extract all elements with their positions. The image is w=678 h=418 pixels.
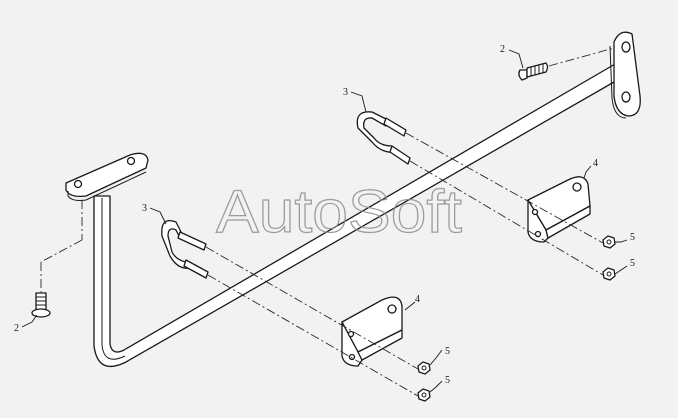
callout-3-upper: 3 <box>343 87 348 98</box>
callout-3-lower: 3 <box>142 203 147 214</box>
callout-5-d: 5 <box>445 375 450 386</box>
callout-2-top: 2 <box>500 44 505 55</box>
callout-2-left: 2 <box>14 323 19 334</box>
bracket-lower <box>341 296 403 367</box>
callout-5-c: 5 <box>445 346 450 357</box>
u-bolt-upper <box>356 111 411 165</box>
callout-5-b: 5 <box>630 258 635 269</box>
leader-lines <box>21 49 628 393</box>
left-mounting-plate <box>65 152 149 201</box>
bolt-top <box>518 62 549 81</box>
callout-4-right: 4 <box>593 158 598 169</box>
bracket-right <box>527 176 591 243</box>
bolt-left <box>31 292 51 318</box>
callout-5-a: 5 <box>630 232 635 243</box>
callout-4-lower: 4 <box>415 294 420 305</box>
nut-lower-lower <box>417 388 431 402</box>
right-mounting-plate <box>609 31 641 119</box>
nut-right-lower <box>602 267 616 281</box>
nut-right-upper <box>602 235 616 249</box>
watermark-text: AutoSoft <box>216 178 462 245</box>
u-bolt-lower <box>161 219 209 279</box>
nut-lower-upper <box>417 361 431 375</box>
assembly-centerlines <box>40 47 615 397</box>
